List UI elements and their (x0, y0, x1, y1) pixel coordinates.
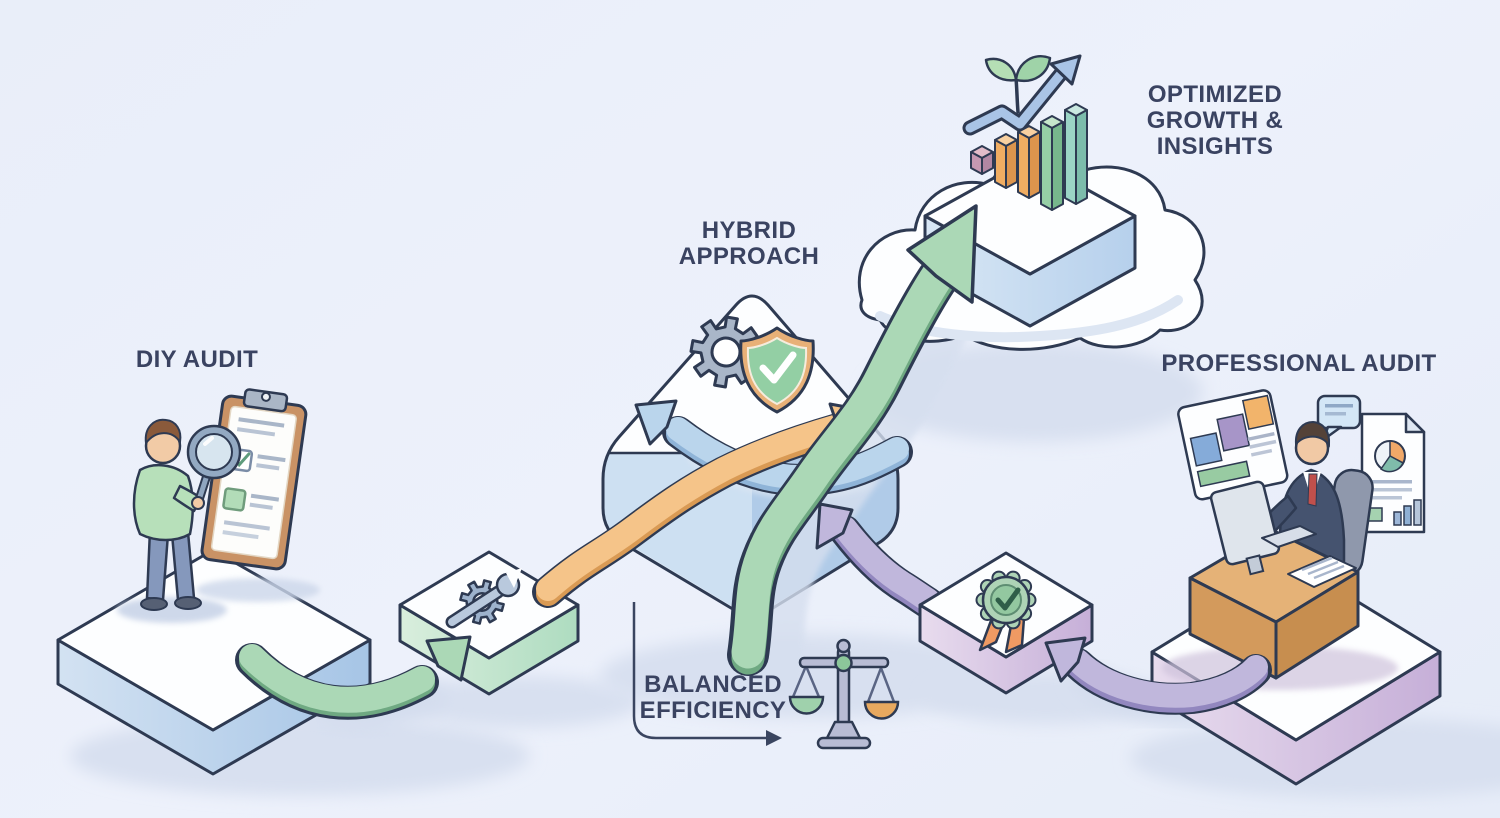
label-diy-audit: DIY AUDIT (135, 346, 259, 373)
label-line: APPROACH (678, 243, 820, 270)
arrow-certification-to-hybrid (815, 502, 944, 619)
report-document-icon (1360, 412, 1426, 534)
label-line: GROWTH & (1146, 107, 1284, 134)
label-line: HYBRID (701, 217, 797, 244)
dashboard-screen-icon (1177, 389, 1289, 501)
label-hybrid-approach: HYBRID APPROACH (679, 218, 820, 270)
gear-wrench-icon (445, 568, 522, 629)
label-line: OPTIMIZED (1147, 81, 1283, 108)
arrow-hybrid-to-growth (727, 204, 978, 676)
balanced-efficiency-connector (632, 602, 782, 746)
trend-arrow-icon (962, 54, 1082, 136)
shield-check-icon (739, 326, 815, 414)
person-with-magnifier-icon (132, 418, 242, 611)
arrow-diy-to-tools (235, 635, 472, 720)
label-professional-audit: PROFESSIONAL AUDIT (1161, 350, 1437, 377)
certification-badge-icon (975, 570, 1037, 654)
plant-sprout-icon (984, 55, 1052, 114)
label-line: EFFICIENCY (639, 697, 787, 724)
label-line: BALANCED (644, 671, 782, 698)
bar-chart-3d-icon (970, 103, 1088, 211)
label-balanced-efficiency: BALANCED EFFICIENCY (640, 672, 787, 724)
arrow-tools-to-hybrid (532, 402, 870, 608)
arrow-professional-to-certification (1044, 636, 1272, 715)
balance-scale-icon (788, 638, 900, 750)
label-optimized-growth-insights: OPTIMIZED GROWTH & INSIGHTS (1147, 82, 1284, 160)
auditor-at-desk-icon (1188, 420, 1374, 680)
label-line: INSIGHTS (1156, 133, 1274, 160)
